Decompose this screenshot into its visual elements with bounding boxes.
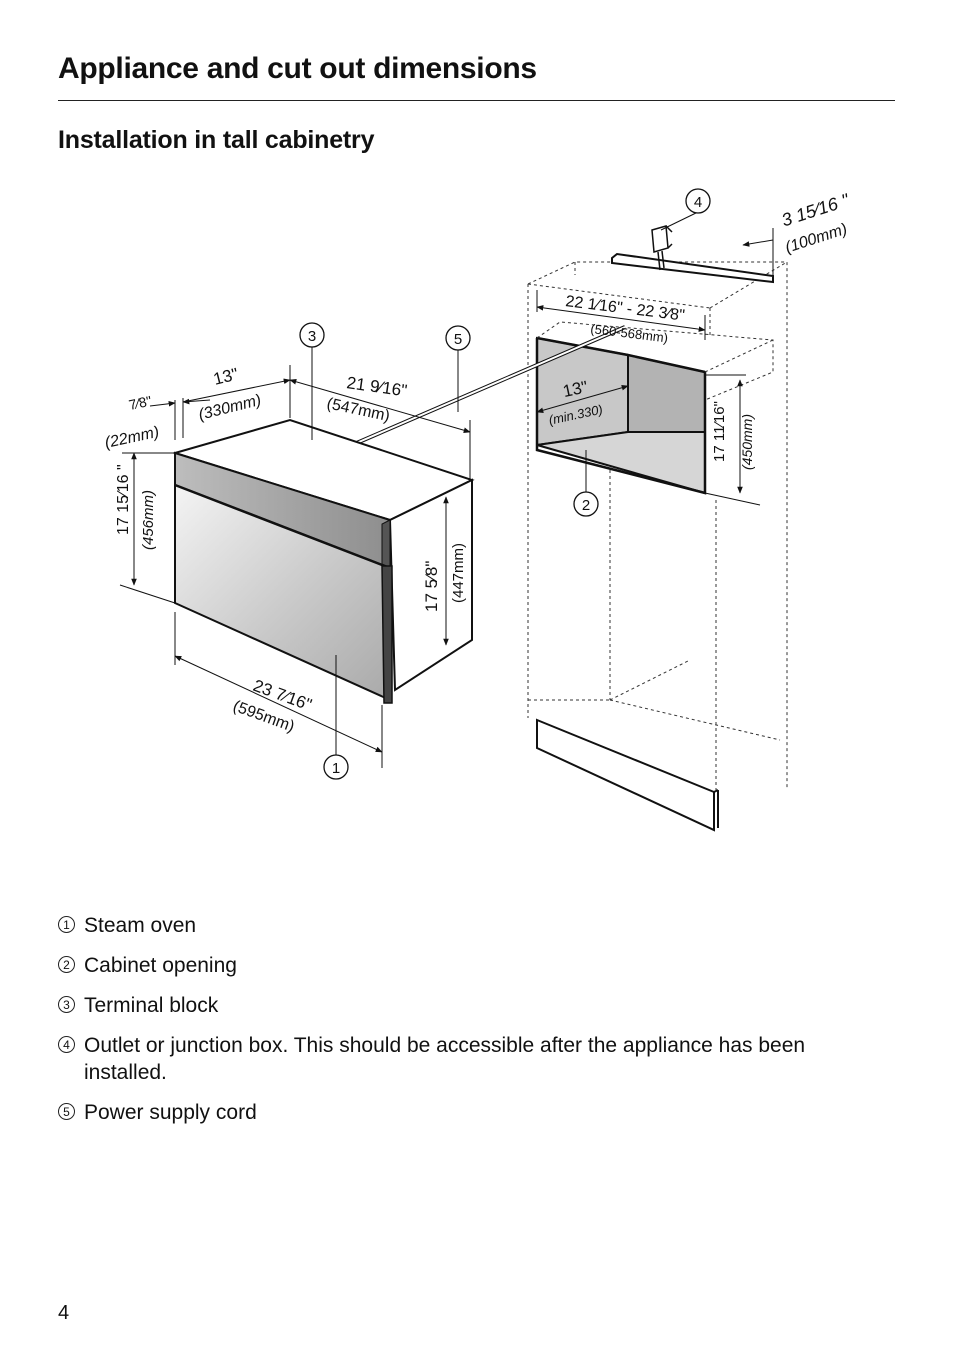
plinth: [536, 718, 719, 832]
svg-text:7⁄8": 7⁄8": [127, 393, 153, 413]
dim-niche-height: 17 11⁄16" (450mm): [711, 401, 755, 470]
svg-text:5: 5: [454, 331, 462, 348]
svg-text:17 5⁄8": 17 5⁄8": [422, 561, 441, 612]
legend-text: Power supply cord: [84, 1101, 257, 1124]
svg-text:(560-568mm): (560-568mm): [590, 321, 669, 345]
legend-number: 1: [58, 916, 75, 933]
legend-text: Terminal block: [84, 994, 219, 1017]
svg-text:(456mm): (456mm): [140, 490, 157, 550]
title-divider: [58, 100, 895, 101]
legend-item-cabinet-opening: 2 Cabinet opening: [58, 952, 888, 979]
dim-front-height: 17 15⁄16 " (456mm): [115, 464, 157, 550]
legend-item-outlet: 4 Outlet or junction box. This should be…: [58, 1032, 888, 1086]
svg-text:17 15⁄16 ": 17 15⁄16 ": [115, 464, 132, 535]
dim-body-depth: 21 9⁄16" (547mm): [325, 373, 408, 425]
legend-item-terminal-block: 3 Terminal block: [58, 992, 888, 1019]
legend-number: 3: [58, 996, 75, 1013]
legend-text: Steam oven: [84, 914, 197, 937]
svg-text:1: 1: [332, 760, 340, 777]
installation-diagram: 4 3 5 2 1 3 15⁄16 " (100mm) 22 1⁄16" - 2…: [103, 188, 853, 832]
page-number: 4: [58, 1302, 70, 1324]
dim-front-depth: 7⁄8" (22mm): [103, 393, 160, 452]
legend-item-power-cord: 5 Power supply cord: [58, 1099, 888, 1126]
svg-text:4: 4: [694, 194, 702, 211]
steam-oven: [171, 418, 475, 704]
legend-number: 5: [58, 1103, 75, 1120]
svg-text:22 1⁄16" - 22 3⁄8": 22 1⁄16" - 22 3⁄8": [565, 293, 686, 324]
svg-text:(450mm): (450mm): [739, 414, 755, 470]
svg-text:17 11⁄16": 17 11⁄16": [711, 401, 728, 462]
svg-text:3: 3: [308, 328, 316, 345]
callout-3: 3: [299, 322, 325, 348]
callout-2: 2: [573, 491, 599, 517]
svg-text:(447mm): (447mm): [450, 543, 467, 603]
callout-5: 5: [445, 325, 471, 351]
legend-text: Outlet or junction box. This should be a…: [84, 1034, 806, 1084]
tall-cabinet: [527, 261, 788, 790]
dim-body-height: 17 5⁄8" (447mm): [422, 543, 467, 612]
callout-1: 1: [323, 754, 349, 780]
legend-number: 4: [58, 1036, 75, 1053]
callout-4: 4: [685, 188, 711, 214]
top-rail: [611, 252, 774, 284]
legend-text: Cabinet opening: [84, 954, 237, 977]
legend-item-steam-oven: 1 Steam oven: [58, 912, 888, 939]
svg-text:13": 13": [561, 377, 589, 401]
legend: 1 Steam oven 2 Cabinet opening 3 Termina…: [58, 912, 888, 1139]
outlet-box: [651, 225, 673, 271]
section-subtitle: Installation in tall cabinetry: [58, 126, 375, 154]
dim-outlet-offset: 3 15⁄16 " (100mm): [779, 189, 853, 256]
svg-text:(22mm): (22mm): [103, 424, 160, 452]
svg-text:21 9⁄16": 21 9⁄16": [345, 373, 408, 400]
svg-text:13": 13": [211, 364, 240, 388]
dim-front-width: 23 7⁄16" (595mm): [231, 676, 315, 736]
page-title: Appliance and cut out dimensions: [58, 52, 537, 85]
svg-text:2: 2: [582, 497, 590, 514]
dim-cord-depth: 13" (330mm): [197, 364, 263, 423]
legend-number: 2: [58, 956, 75, 973]
